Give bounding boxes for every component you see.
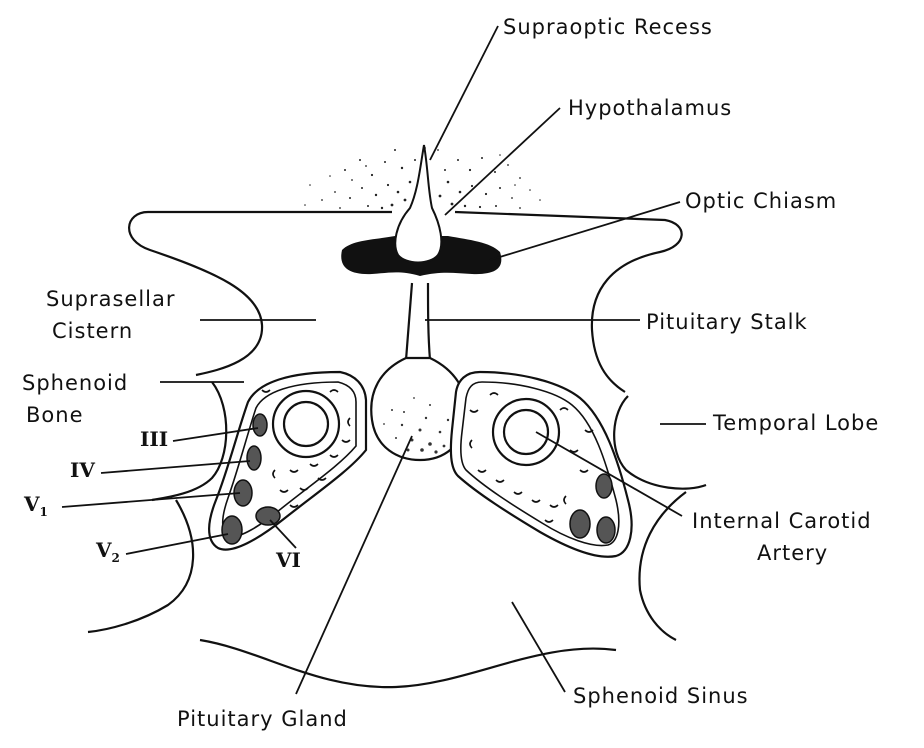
nerve-vi-left [256,507,280,525]
label-nerve-v2-main: V [96,538,112,562]
carotid-right-inner [504,410,548,454]
label-internal-carotid-line2: Artery [757,540,828,566]
label-nerve-v1-main: V [24,492,40,516]
leader-sphenoid-sinus [512,602,565,692]
label-pituitary-stalk: Pituitary Stalk [646,309,808,335]
label-supraoptic-recess: Supraoptic Recess [503,14,713,40]
label-suprasellar-cistern-line1: Suprasellar [46,286,176,312]
pituitary-stalk [406,283,430,360]
nerve-iv-left [247,446,261,470]
label-temporal-lobe: Temporal Lobe [713,410,879,436]
label-sphenoid-bone-line1: Sphenoid [22,370,128,396]
label-pituitary-gland: Pituitary Gland [177,706,348,732]
label-nerve-v2-sub: 2 [112,551,120,565]
label-internal-carotid-line1: Internal Carotid [692,508,872,534]
temporal-lobe-right [614,396,706,489]
nerve-iii-left [253,414,267,436]
leader-hypothalamus [445,108,560,215]
sphenoid-sinus-floor [200,640,616,687]
leader-supraoptic-recess [430,26,498,160]
label-sphenoid-sinus: Sphenoid Sinus [573,683,749,709]
label-nerve-v1: V1 [24,492,48,519]
lower-curve-left [88,500,193,632]
label-sphenoid-bone-line2: Bone [26,402,83,428]
leader-lines [62,26,706,694]
nerve-vi-right [597,517,615,543]
label-optic-chiasm: Optic Chiasm [685,188,837,214]
carotid-left-inner [284,402,328,446]
third-ventricle [395,145,441,263]
leader-n6 [270,520,296,548]
nerve-v1-right [596,474,612,498]
brain-outline-right [455,212,682,392]
label-nerve-iii: III [140,427,168,451]
nerve-v2-left [222,516,242,544]
label-nerve-v2: V2 [96,538,120,565]
label-nerve-vi: VI [276,548,301,572]
label-nerve-v1-sub: 1 [40,505,48,519]
nerve-v2-right [570,510,590,538]
leader-optic-chiasm [490,202,680,260]
label-hypothalamus: Hypothalamus [568,95,732,121]
label-nerve-iv: IV [70,458,95,482]
label-suprasellar-cistern-line2: Cistern [52,318,133,344]
